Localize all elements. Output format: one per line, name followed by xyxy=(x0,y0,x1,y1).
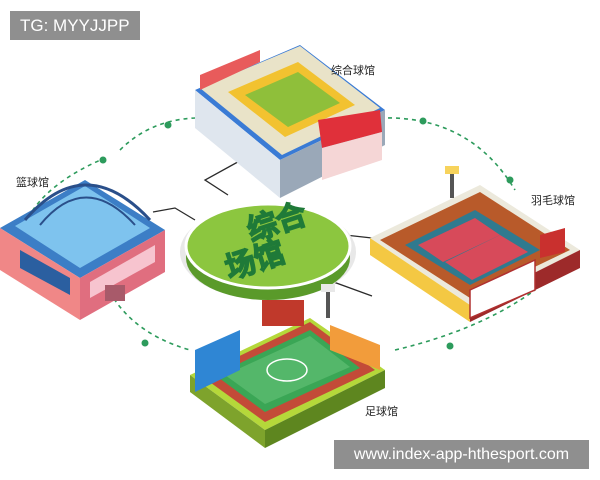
football-field-icon xyxy=(190,284,385,448)
label-basketball-arena: 篮球馆 xyxy=(16,176,49,189)
stadium-icon xyxy=(195,45,385,198)
badminton-court-icon xyxy=(370,166,580,322)
label-badminton-hall: 羽毛球馆 xyxy=(531,194,575,207)
center-hub: 综合 场馆 xyxy=(180,196,356,300)
watermark-tag: TG: MYYJJPP xyxy=(10,11,140,40)
label-football-field: 足球馆 xyxy=(365,405,398,418)
label-general-arena: 综合球馆 xyxy=(331,64,375,77)
basketball-arena-icon xyxy=(0,180,165,320)
website-link[interactable]: www.index-app-hthesport.com xyxy=(334,440,589,469)
